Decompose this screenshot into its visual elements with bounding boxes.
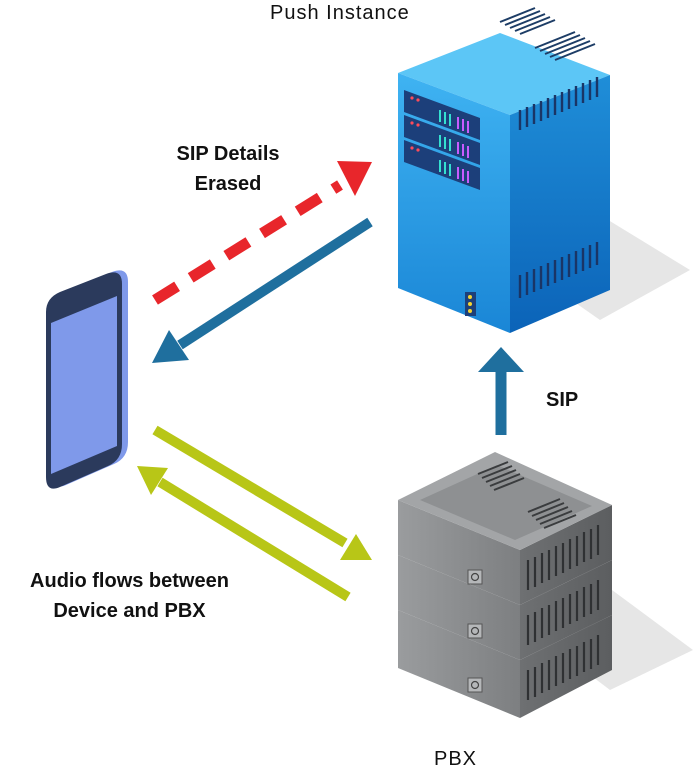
audio-flows-label: Audio flows between Device and PBX [2, 566, 257, 626]
pbx-server-icon [398, 452, 693, 718]
device-phone-icon [46, 270, 128, 489]
push-to-device-arrow [152, 217, 373, 363]
sip-details-line-1: SIP Details [176, 143, 280, 165]
rack-unit-1 [404, 90, 480, 140]
sip-details-erased-label: SIP Details Erased [148, 139, 308, 199]
rack-unit-2 [404, 115, 480, 165]
sip-details-line-2: Erased [194, 173, 262, 195]
sip-details-erased-arrow [152, 161, 372, 305]
audio-device-to-pbx-arrow [152, 425, 372, 560]
audio-line-1: Audio flows between [30, 570, 229, 592]
audio-pbx-to-device-arrow [137, 466, 351, 602]
sip-arrow [478, 347, 524, 435]
sip-label: SIP [546, 389, 579, 411]
pbx-label: PBX [434, 748, 478, 770]
push-instance-label: Push Instance [270, 2, 410, 24]
push-instance-server-icon [398, 7, 690, 333]
power-led-icon [465, 292, 476, 316]
audio-line-2: Device and PBX [53, 600, 206, 622]
rack-unit-3 [404, 140, 480, 190]
